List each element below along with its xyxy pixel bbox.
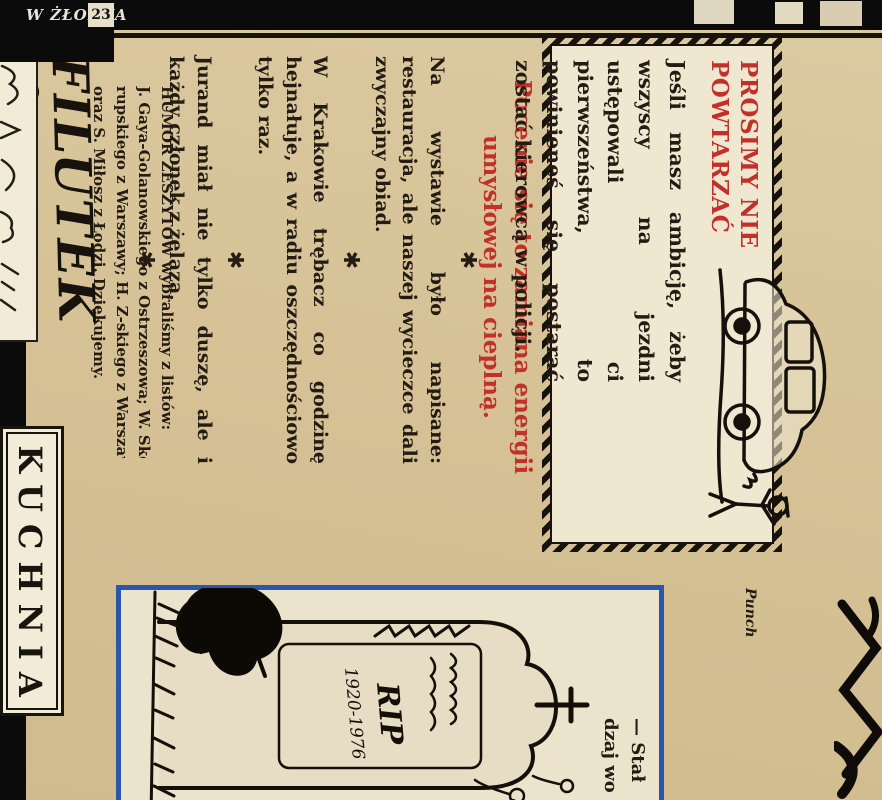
top-black-rule <box>112 33 882 38</box>
joke-item: W Krakowie trębacz co godzinę hejnałuje,… <box>254 56 332 464</box>
corner-black-patch <box>0 28 114 62</box>
strip-box <box>694 0 734 24</box>
credits-line: rupskiego z Warszawy; H. Z-skiego z Wars… <box>113 86 131 458</box>
top-photo-strip <box>0 0 882 30</box>
kuchnia-box: KUCHNIA <box>0 426 64 716</box>
asterisk-separator: ✱ <box>338 250 364 270</box>
boxed-joke-text: Jeśli masz ambicję, żeby wszyscy na jezd… <box>511 60 689 382</box>
asterisk-separator: ✱ <box>221 250 247 270</box>
page-number-box: 23 <box>88 3 114 27</box>
credits-line: J. Gaya-Golanowskiego z Ostrzeszowa; W. … <box>135 86 154 458</box>
car-illustration-icon <box>708 268 827 526</box>
cartoon-attribution: Punch <box>742 588 758 638</box>
comic-strip-edge <box>0 52 36 340</box>
credits-line: HUMOR ZESZYTÓW wybraliśmy z listów: <box>158 86 176 431</box>
jokes-column: ✱ Na wystawie było napisane: restauracja… <box>128 56 484 464</box>
boxed-joke-heading: PROSIMY NIE POWTARZAĆ <box>706 60 762 249</box>
page-corner-doodle-icon <box>834 596 882 799</box>
tombstone-illustration-icon: RIP 1920-1976 <box>149 588 590 800</box>
rip-text: RIP <box>369 681 409 748</box>
comic-doodle-icon <box>0 64 23 312</box>
joke-item: Na wystawie było napisane: restauracja, … <box>370 56 448 464</box>
filutek-logo: FILUTEK <box>40 55 107 325</box>
cartoon-box: — Stał dzaj wo RIP 1920-1976 <box>116 585 664 800</box>
strip-box <box>775 2 803 24</box>
strip-box <box>820 1 862 26</box>
asterisk-separator: ✱ <box>455 250 480 270</box>
kuchnia-title: KUCHNIA <box>11 445 49 709</box>
